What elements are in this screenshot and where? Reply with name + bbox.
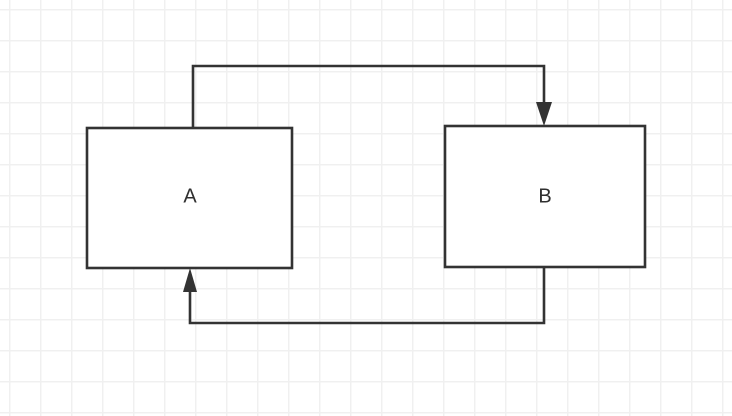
arrowhead-up-icon — [183, 268, 197, 292]
arrowhead-down-icon — [536, 102, 552, 126]
edge-b-to-a-line[interactable] — [188, 267, 546, 325]
node-b-label: B — [538, 185, 551, 207]
node-a[interactable]: A — [85, 126, 294, 270]
node-b[interactable]: B — [443, 124, 647, 269]
edge-a-to-b[interactable] — [191, 64, 552, 128]
edge-a-to-b-line[interactable] — [191, 64, 546, 128]
node-a-box[interactable] — [85, 126, 294, 270]
node-a-label: A — [183, 185, 197, 207]
edge-b-to-a[interactable] — [183, 267, 546, 325]
node-b-box[interactable] — [443, 124, 647, 269]
